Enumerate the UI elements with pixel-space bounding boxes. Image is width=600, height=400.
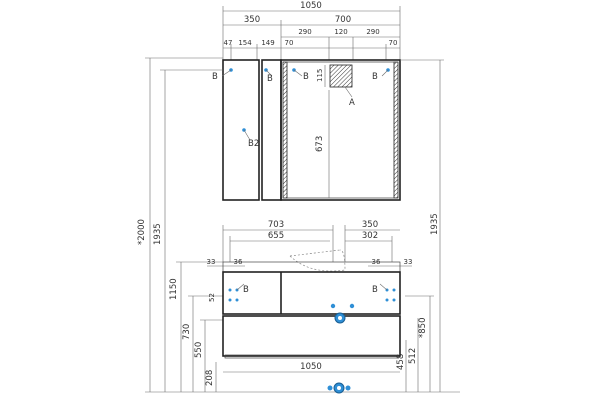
dim-550: 550 (194, 342, 204, 358)
dim-149: 149 (261, 39, 274, 47)
dim-1935-left: 1935 (153, 223, 163, 245)
dim-655: 655 (268, 231, 284, 241)
dim-33: 33 (207, 258, 216, 266)
dim-350: 350 (244, 15, 260, 25)
dim-512: 512 (408, 348, 418, 364)
dim-154: 154 (238, 39, 252, 47)
dim-290-right: 290 (366, 28, 379, 36)
dim-730: 730 (182, 324, 192, 340)
dim-850: *850 (418, 318, 428, 338)
label-b-vanity-right: B (372, 285, 378, 295)
dim-1935-right: 1935 (430, 213, 440, 235)
dim-115: 115 (316, 69, 324, 82)
dim-673: 673 (315, 136, 325, 152)
dim-350-vanity: 350 (362, 220, 378, 230)
dim-2000: *2000 (137, 219, 147, 245)
label-b-3: B (303, 72, 309, 82)
mirror-cabinet: A 115 673 B B (280, 59, 401, 201)
dim-120: 120 (334, 28, 347, 36)
label-b-vanity-left: B (243, 285, 249, 295)
dim-703: 703 (268, 220, 284, 230)
dim-1050-bottom: 1050 (300, 362, 322, 372)
vanity-unit: B B (222, 249, 401, 394)
top-dimensions: 1050 350 700 47 154 149 70 290 120 290 7… (222, 1, 401, 60)
vanity-dimensions: 703 655 350 302 33 36 36 33 52 1050 (207, 220, 413, 373)
label-b-4: B (372, 72, 378, 82)
label-b-1: B (212, 72, 218, 82)
label-b2: B2 (248, 139, 259, 149)
dim-1050-top: 1050 (300, 1, 322, 11)
dim-52: 52 (208, 293, 216, 302)
dim-33-right: 33 (404, 258, 413, 266)
dim-47: 47 (224, 39, 233, 47)
dim-700: 700 (335, 15, 351, 25)
dim-290-left: 290 (298, 28, 311, 36)
dim-458: 458 (396, 354, 406, 370)
tall-cabinet: B B B2 (212, 59, 282, 201)
vertical-dimensions-right: 1935 *850 512 458 (396, 59, 444, 392)
dim-1150: 1150 (169, 278, 179, 300)
label-a: A (349, 98, 355, 108)
dim-208: 208 (205, 370, 215, 386)
dim-302: 302 (362, 231, 378, 241)
dim-70-right: 70 (389, 39, 398, 47)
vertical-dimensions-left: *2000 1935 1150 730 550 208 (137, 57, 460, 393)
label-b-2: B (267, 74, 273, 84)
dim-70-left: 70 (285, 39, 294, 47)
